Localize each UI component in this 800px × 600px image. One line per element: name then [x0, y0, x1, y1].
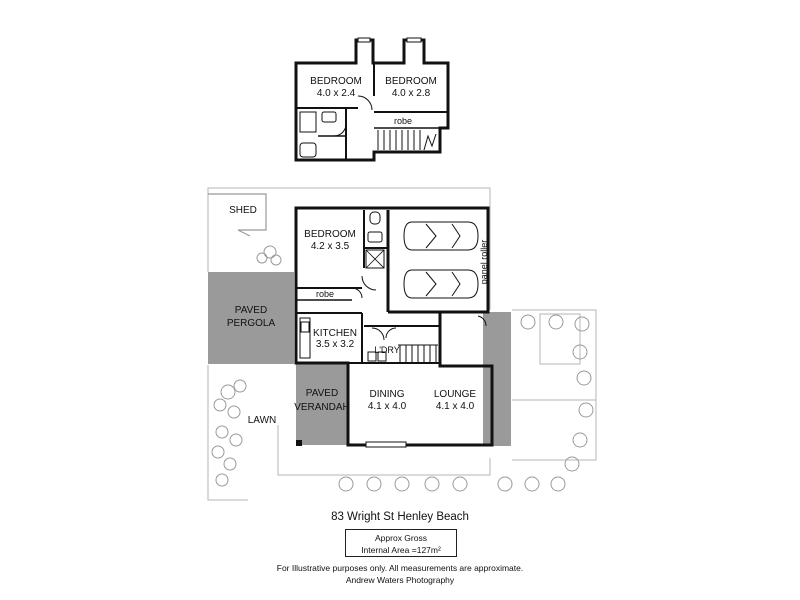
kitchen-bench — [299, 317, 311, 359]
upper-stairs — [377, 130, 437, 151]
ground-bedroom-size: 4.2 x 3.5 — [311, 241, 350, 252]
upper-bedroom-b-size: 4.0 x 2.8 — [392, 88, 431, 99]
door-swing — [371, 327, 385, 341]
upper-bedroom-a-name: BEDROOM — [310, 76, 362, 87]
lawn-label: LAWN — [248, 415, 277, 426]
shed-outline — [208, 193, 267, 231]
upper-floor-outline — [294, 38, 450, 162]
paved-pergola-area — [208, 272, 294, 364]
ground-stairs — [398, 344, 438, 362]
window — [357, 37, 371, 43]
kitchen-sink — [300, 321, 310, 333]
address-title: 83 Wright St Henley Beach — [331, 511, 469, 523]
ground-floor-outline — [294, 206, 494, 447]
kitchen-name: KITCHEN — [313, 328, 357, 339]
paved-pergola-label-1: PAVED — [235, 305, 267, 316]
tree-icon — [211, 245, 594, 492]
door-swing — [237, 229, 251, 237]
disclaimer-text: For Illustrative purposes only. All meas… — [276, 563, 524, 573]
door-swing — [333, 123, 347, 137]
upper-bedroom-b-name: BEDROOM — [385, 76, 437, 87]
shower-fixture — [365, 249, 385, 269]
paved-verandah-area — [296, 363, 348, 445]
car-icon — [403, 269, 479, 299]
toilet-fixture — [369, 211, 381, 225]
window — [365, 441, 407, 448]
door-swing — [361, 275, 377, 291]
property-boundary — [207, 187, 597, 501]
ground-bedroom-name: BEDROOM — [304, 229, 356, 240]
area-line-2: Internal Area =127m² — [361, 545, 441, 555]
side-paving-area — [483, 312, 511, 446]
door-swing — [351, 287, 363, 299]
basin-fixture — [321, 111, 337, 123]
ground-robe-label: robe — [316, 289, 334, 299]
door-swing — [385, 327, 397, 339]
corner-post — [296, 440, 302, 446]
ground-floor — [294, 206, 494, 447]
laundry-tub — [367, 351, 377, 362]
dining-name: DINING — [370, 389, 405, 400]
lounge-name: LOUNGE — [434, 389, 477, 400]
laundry-tub — [377, 351, 387, 362]
door-swing — [477, 315, 487, 327]
shower-fixture — [299, 111, 317, 133]
upper-robe-label: robe — [394, 116, 412, 126]
laundry-label: L'DRY — [374, 345, 400, 355]
paved-verandah-label-2: VERANDAH — [294, 402, 350, 413]
upper-floor — [294, 37, 450, 162]
bath-fixture — [299, 142, 317, 158]
lounge-size: 4.1 x 4.0 — [436, 401, 475, 412]
door-swing — [357, 95, 373, 111]
panel-roller-label: panel roller — [479, 240, 489, 285]
paved-verandah-label-1: PAVED — [306, 388, 338, 399]
dining-size: 4.1 x 4.0 — [368, 401, 407, 412]
basin-fixture — [367, 231, 383, 243]
area-line-1: Approx Gross — [375, 533, 427, 543]
shed-label: SHED — [229, 205, 257, 216]
window — [406, 37, 422, 43]
paved-pergola-label-2: PERGOLA — [227, 318, 276, 329]
kitchen-size: 3.5 x 3.2 — [316, 339, 355, 350]
area-box: Approx Gross Internal Area =127m² — [345, 529, 457, 557]
upper-bedroom-a-size: 4.0 x 2.4 — [317, 88, 356, 99]
car-icon — [403, 221, 479, 251]
shower-fixture — [365, 249, 385, 269]
photography-credit: Andrew Waters Photography — [345, 575, 455, 585]
